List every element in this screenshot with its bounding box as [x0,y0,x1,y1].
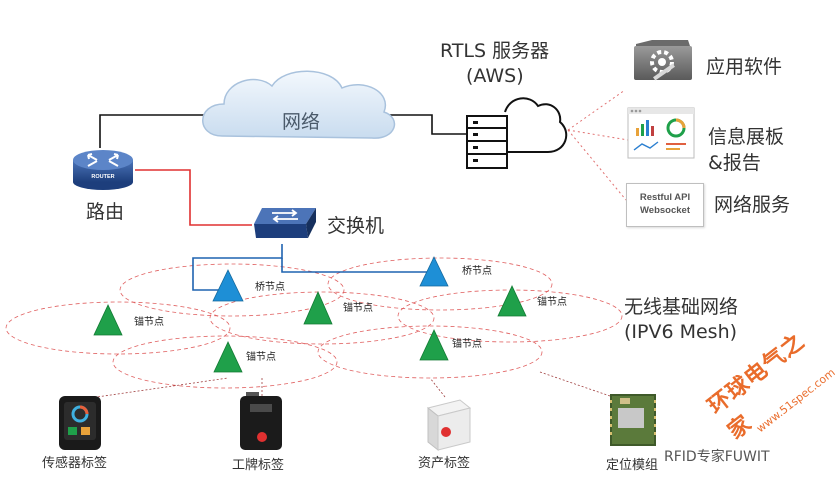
service-link-api [567,129,627,201]
router-cloud-link [99,114,215,148]
dashboard-label-line2: &报告 [708,152,761,174]
switch-bridge-link-right [281,258,436,273]
sensor-tag-icon [59,396,101,450]
device-label-sensor: 传感器标签 [42,456,108,471]
api-service-box: Restful API Websocket [626,183,704,227]
app-software-icon [634,40,692,81]
bridge-node-marker [212,269,244,302]
anchor-node-marker [93,304,123,336]
switch-bridge-link-left [192,244,283,291]
device-link-module [539,371,611,397]
switch-label: 交换机 [327,215,385,237]
node-label: 锚节点 [134,317,164,328]
device-label-asset: 资产标签 [418,456,471,471]
device-link-sensor [89,377,229,399]
device-link-asset [429,377,446,398]
node-label: 锚节点 [343,303,373,314]
node-label: 桥节点 [462,266,492,277]
rtls-server-icon [466,97,568,169]
mesh-nodes [93,256,527,373]
dashboard-icon [627,107,695,159]
anchor-node-marker [213,341,243,373]
cloud-server-link [388,114,467,135]
node-label: 锚节点 [452,339,482,350]
device-label-module: 定位模组 [606,458,659,473]
server-title-line2: (AWS) [466,65,524,87]
mesh-ellipse [119,263,345,317]
network-cloud-icon [202,70,396,139]
anchor-node-marker [419,329,449,361]
router-icon: ROUTER [73,150,133,190]
node-label: 锚节点 [246,352,276,363]
positioning-module-icon [610,394,656,446]
node-label: 桥节点 [255,282,285,293]
dashboard-label-line1: 信息展板 [708,126,785,148]
wireless-label-line2: (IPV6 Mesh) [624,321,738,343]
mesh-ellipse [327,257,553,311]
mesh-ellipse [112,335,338,389]
network-label: 网络 [282,111,321,133]
router-switch-link [135,169,252,226]
network-links [89,89,629,399]
service-link-app [567,89,626,131]
web-service-label: 网络服务 [714,194,791,216]
node-label: 锚节点 [537,297,567,308]
anchor-node-marker [303,291,333,325]
wireless-label-line1: 无线基础网络 [624,296,739,318]
badge-tag-icon [240,392,282,450]
api-line2: Websocket [640,205,690,216]
anchor-node-marker [497,285,527,317]
router-badge: ROUTER [91,174,114,180]
service-link-dashboard [567,129,629,141]
router-label: 路由 [86,201,125,223]
asset-tag-icon [426,399,472,452]
watermark-brand: RFID专家FUWIT [664,449,770,465]
bridge-node-marker [419,256,449,287]
api-line1: Restful API [639,192,691,204]
app-software-label: 应用软件 [706,56,783,78]
mesh-ellipse [209,291,435,345]
server-title-line1: RTLS 服务器 [440,40,550,62]
device-label-badge: 工牌标签 [232,458,285,473]
switch-icon [254,208,316,238]
